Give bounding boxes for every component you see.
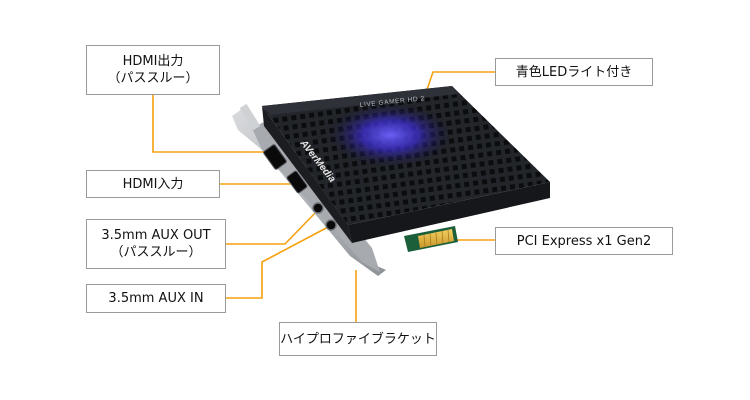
- ports: [263, 144, 337, 231]
- label-aux-in-line1: 3.5mm AUX IN: [108, 291, 204, 306]
- label-aux-out-line2: （パススルー）: [110, 245, 202, 260]
- label-bracket: ハイプロファイブラケット: [279, 322, 437, 356]
- hdmi-out-port: [263, 144, 287, 170]
- label-aux-out: 3.5mm AUX OUT （パススルー）: [86, 219, 226, 269]
- label-hdmi-in-line1: HDMI入力: [122, 176, 184, 192]
- label-hdmi-out-line1: HDMI出力: [122, 54, 184, 69]
- label-hdmi-out: HDMI出力 （パススルー）: [86, 45, 220, 95]
- label-led-line1: 青色LEDライト付き: [515, 64, 633, 80]
- label-led: 青色LEDライト付き: [495, 58, 653, 86]
- card-front-edge: [348, 182, 550, 243]
- card-port-side: [262, 106, 352, 243]
- label-pcie-line1: PCI Express x1 Gen2: [516, 233, 652, 249]
- led-glow: [328, 103, 452, 167]
- leader-aux-in: [226, 225, 331, 299]
- aux-in-jack: [325, 219, 337, 231]
- leader-hdmi-out: [152, 95, 266, 153]
- label-hdmi-in: HDMI入力: [86, 170, 220, 198]
- label-bracket-line1: ハイプロファイブラケット: [280, 331, 436, 347]
- label-aux-out-line1: 3.5mm AUX OUT: [101, 228, 211, 243]
- leader-aux-out: [226, 209, 319, 245]
- label-pcie: PCI Express x1 Gen2: [495, 227, 673, 255]
- hdmi-in-port: [286, 170, 308, 194]
- pcie-connector: [404, 226, 458, 252]
- label-aux-in: 3.5mm AUX IN: [86, 284, 226, 313]
- aux-out-jack: [312, 202, 324, 214]
- label-hdmi-out-line2: （パススルー）: [107, 71, 199, 86]
